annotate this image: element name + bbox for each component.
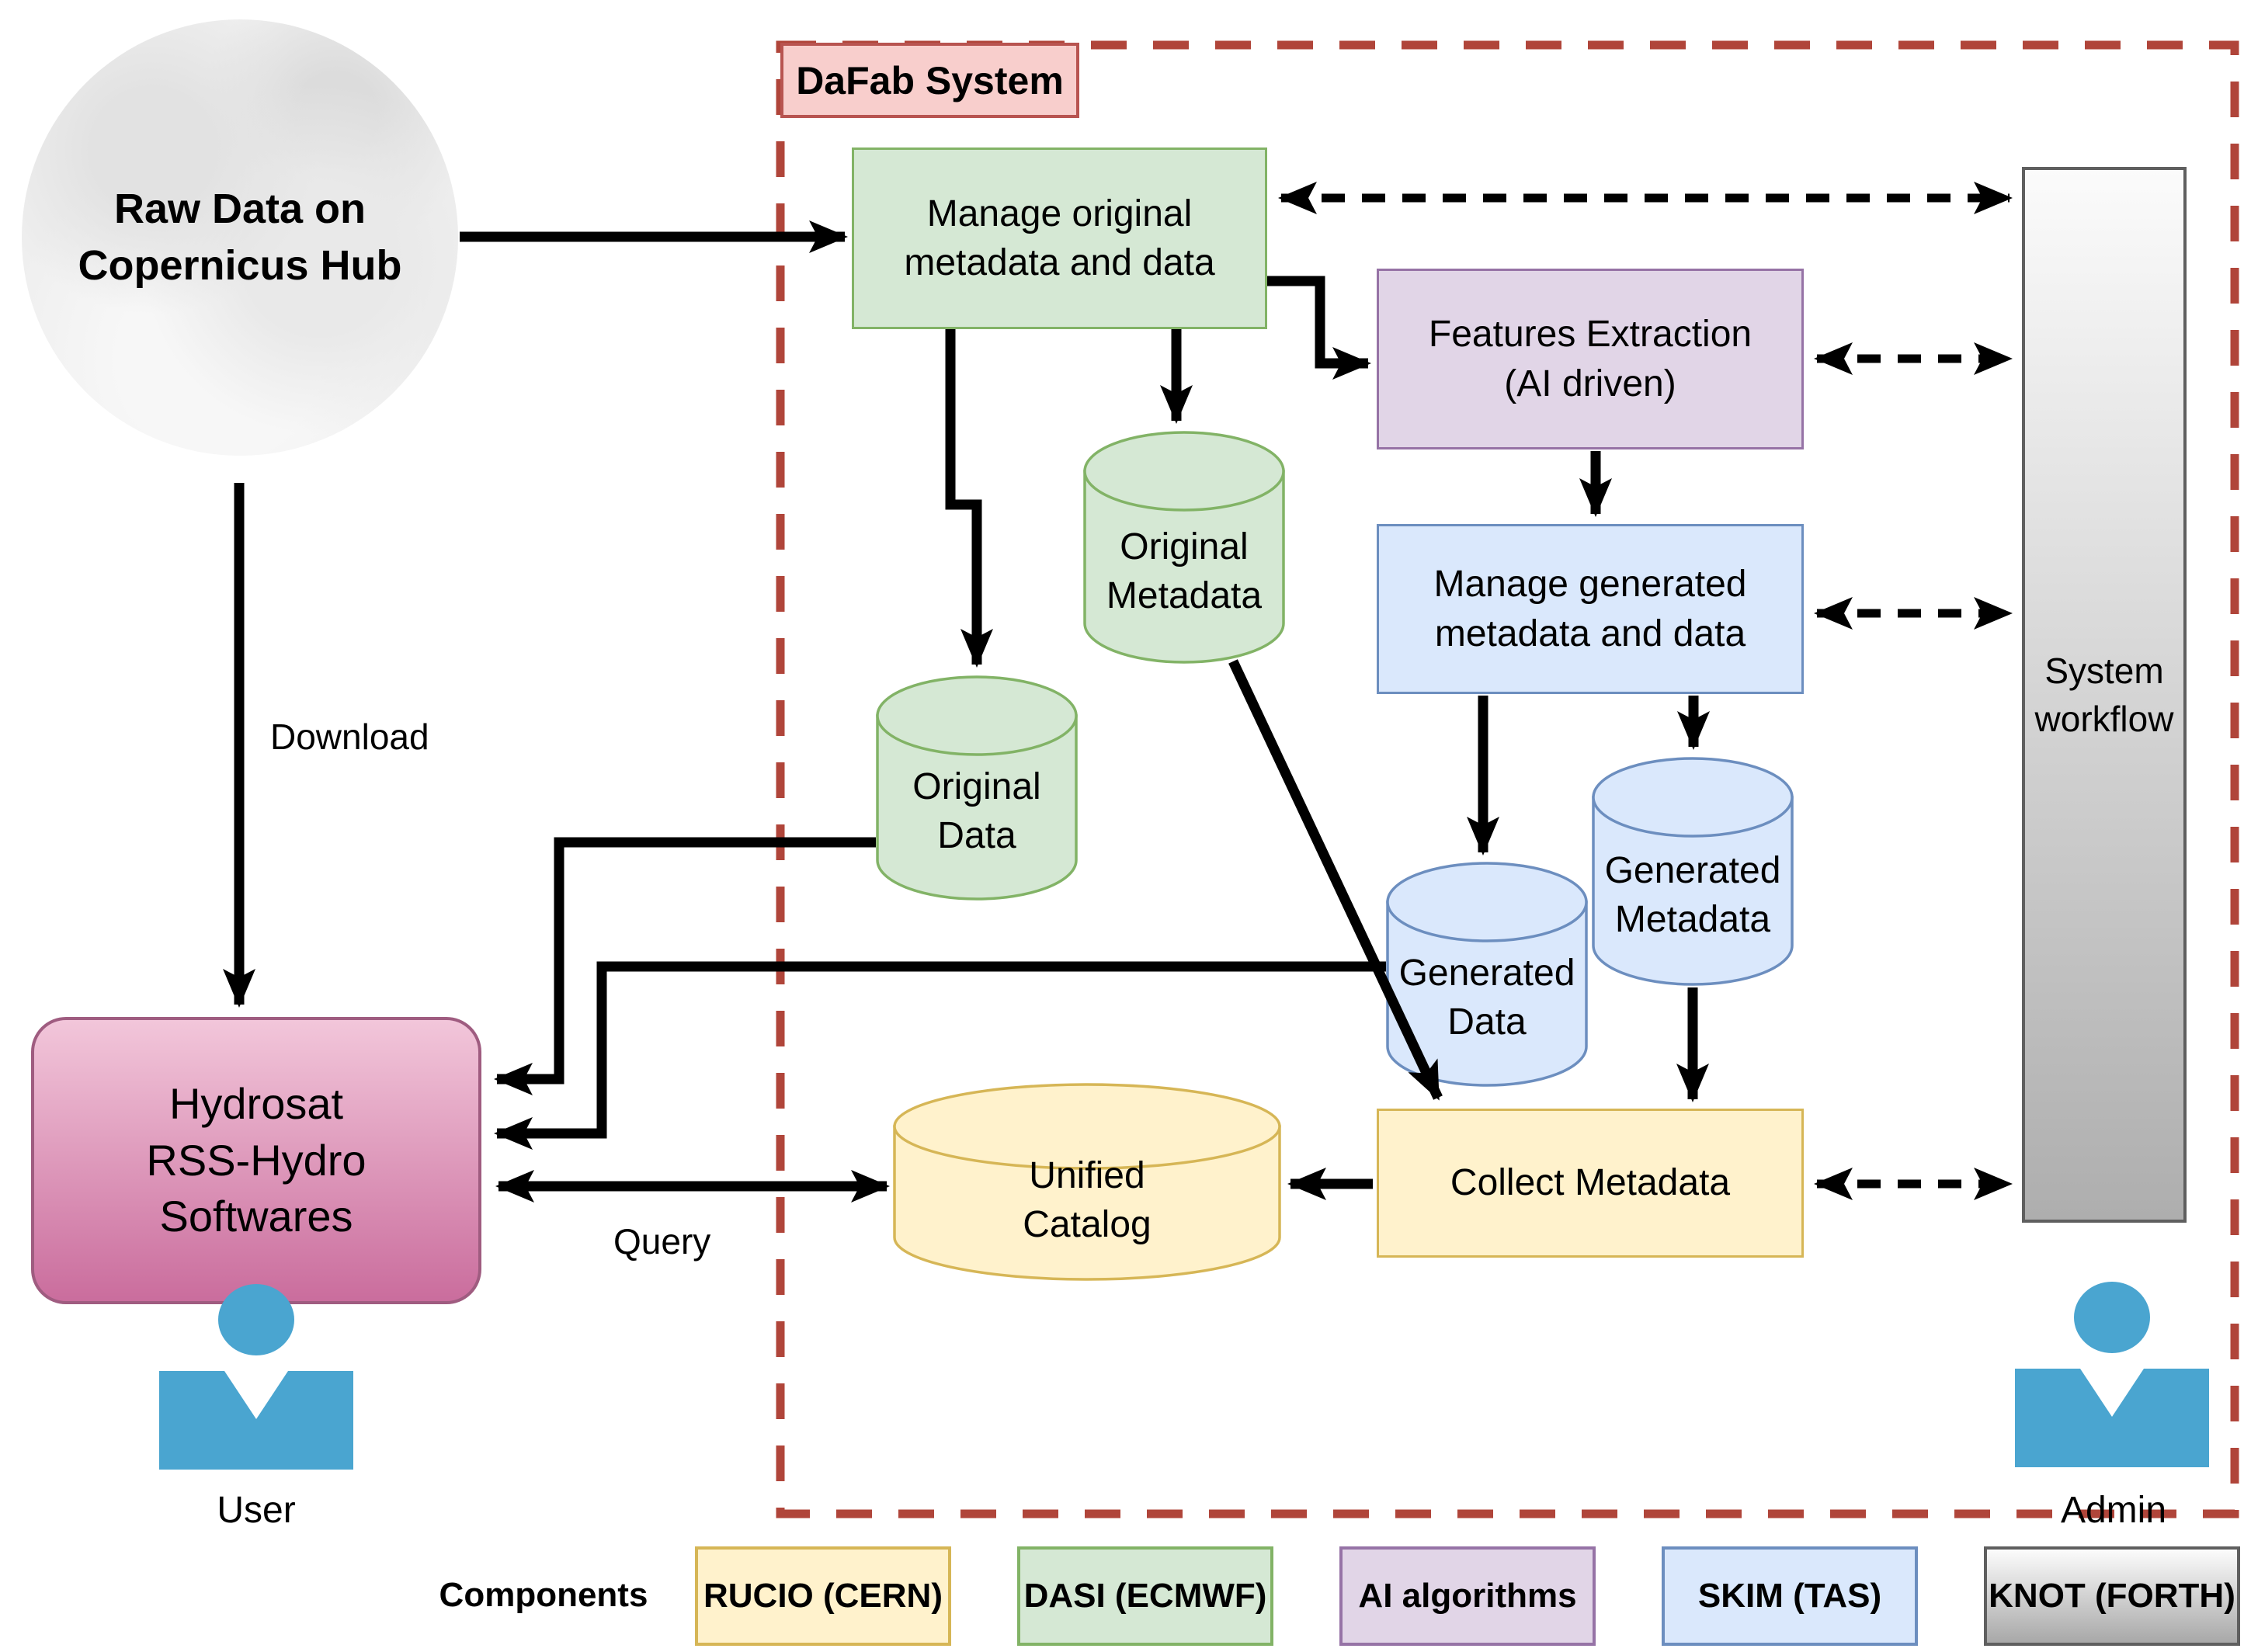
legend-rucio: RUCIO (CERN) xyxy=(695,1546,951,1646)
user-label: User xyxy=(217,1490,296,1531)
manage-generated-box: Manage generated metadata and data xyxy=(1377,524,1804,694)
admin-icon xyxy=(2015,1277,2209,1471)
hydrosat-box: Hydrosat RSS-Hydro Softwares xyxy=(31,1017,481,1304)
generated-data-cylinder: Generated Data xyxy=(1386,862,1588,1087)
legend-dasi: DASI (ECMWF) xyxy=(1017,1546,1273,1646)
features-extraction-line2: (AI driven) xyxy=(1504,363,1676,404)
user-icon xyxy=(159,1279,353,1473)
generated-metadata-cylinder: Generated Metadata xyxy=(1592,757,1794,986)
arrow-manage-original-to-features-extraction xyxy=(1267,276,1371,380)
generated-metadata-label: Generated Metadata xyxy=(1604,850,1781,941)
arrow-original-data-to-hydrosat xyxy=(494,837,876,1095)
original-metadata-label: Original Metadata xyxy=(1106,526,1263,617)
raw-data-node: Raw Data on Copernicus Hub xyxy=(22,19,458,456)
legend-ai-algorithms: AI algorithms xyxy=(1339,1546,1596,1646)
query-label: Query xyxy=(613,1221,711,1262)
dafab-system-label: DaFab System xyxy=(780,43,1079,118)
raw-data-label-line1: Raw Data on xyxy=(113,186,366,233)
original-metadata-cylinder: Original Metadata xyxy=(1083,431,1285,664)
manage-generated-line2: metadata and data xyxy=(1434,613,1746,654)
system-workflow-label: System workflow xyxy=(2034,650,2174,739)
system-workflow-bar: System workflow xyxy=(2022,167,2187,1223)
legend-title: Components xyxy=(439,1576,648,1614)
admin-label: Admin xyxy=(2060,1490,2167,1531)
unified-catalog-label: Unified Catalog xyxy=(1023,1155,1152,1246)
features-extraction-line1: Features Extraction xyxy=(1428,314,1752,356)
person-icon xyxy=(159,1284,353,1470)
dafab-system-label-text: DaFab System xyxy=(796,58,1064,102)
manage-original-box: Manage original metadata and data xyxy=(852,148,1267,329)
legend-skim: SKIM (TAS) xyxy=(1662,1546,1918,1646)
arrow-manage-original-to-original-data xyxy=(945,329,993,668)
original-data-cylinder: Original Data xyxy=(876,675,1078,901)
manage-original-line1: Manage original xyxy=(926,193,1193,234)
person-icon xyxy=(2015,1282,2209,1467)
manage-original-line2: metadata and data xyxy=(904,242,1215,283)
download-label: Download xyxy=(270,717,429,757)
features-extraction-box: Features Extraction (AI driven) xyxy=(1377,269,1804,449)
original-data-label: Original Data xyxy=(912,766,1041,857)
legend-knot: KNOT (FORTH) xyxy=(1984,1546,2240,1646)
collect-metadata-label: Collect Metadata xyxy=(1450,1162,1731,1204)
manage-generated-line1: Manage generated xyxy=(1433,564,1747,606)
unified-catalog-cylinder: Unified Catalog xyxy=(893,1083,1281,1281)
collect-metadata-box: Collect Metadata xyxy=(1377,1109,1804,1258)
raw-data-label-line2: Copernicus Hub xyxy=(78,242,402,289)
generated-data-label: Generated Data xyxy=(1398,953,1575,1043)
